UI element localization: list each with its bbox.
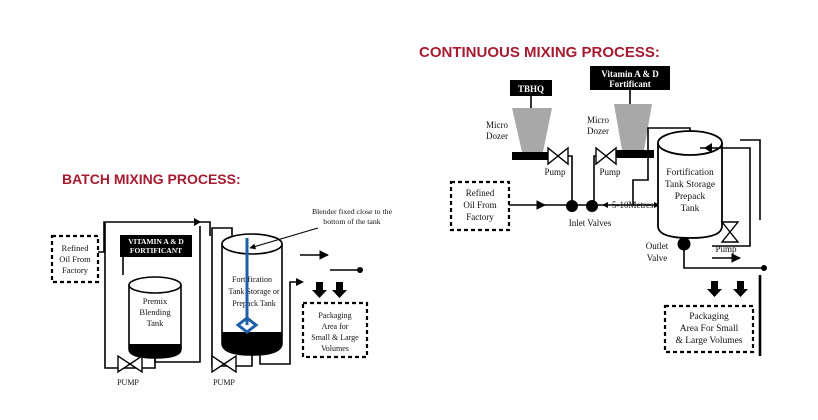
- batch-title: BATCH MIXING PROCESS:: [62, 171, 241, 187]
- outlet-valve-line-1: Outlet: [646, 241, 669, 251]
- continuous-section: CONTINUOUS MIXING PROCESS: TBHQ Micro Do…: [419, 44, 767, 356]
- batch-refined-oil-box: Refined Oil From Factory: [50, 234, 100, 284]
- continuous-fortificant-label: Vitamin A & D Fortificant: [590, 66, 670, 90]
- continuous-storage-line-2: Tank Storage: [665, 180, 715, 190]
- batch-pump-1-valve[interactable]: [117, 354, 143, 374]
- batch-storage-line-3: Prepack Tank: [232, 299, 276, 308]
- premix-tank-line-2: Blending: [139, 307, 171, 317]
- batch-storage-line-2: Tank Storage or: [229, 287, 280, 296]
- batch-pump-1-label: PUMP: [117, 378, 139, 387]
- continuous-down-arrow-2: [733, 281, 748, 297]
- recirc-loop-pipe: [700, 147, 751, 247]
- batch-refined-oil-line-3: Factory: [62, 265, 89, 275]
- batch-pump-2-valve[interactable]: [211, 354, 237, 374]
- continuous-down-arrow-1: [707, 281, 722, 297]
- batch-packaging-line-4: Volumes: [321, 344, 349, 353]
- continuous-refined-oil-line-2: Oil From: [463, 200, 496, 210]
- batch-storage-tank: Fortification Tank Storage or Prepack Ta…: [221, 233, 283, 356]
- outlet-valve[interactable]: [677, 237, 691, 251]
- tbhq-pump-valve[interactable]: [547, 146, 569, 166]
- continuous-refined-oil-line-1: Refined: [466, 188, 495, 198]
- premix-tank-line-3: Tank: [147, 318, 165, 328]
- tank-inlet-pipe: [632, 127, 691, 205]
- premix-to-storage-pipe: [154, 226, 201, 363]
- continuous-packaging-line-1: Packaging: [689, 312, 729, 322]
- continuous-refined-oil-line-3: Factory: [466, 212, 494, 222]
- batch-fortificant-line-1: VITAMIN A & D: [128, 237, 184, 246]
- recirc-pump-valve[interactable]: [720, 221, 740, 243]
- continuous-fortificant-line-2: Fortificant: [609, 79, 650, 89]
- micro-dozer-1-line-1: Micro: [486, 120, 508, 130]
- premix-blending-tank: Premix Blending Tank: [128, 276, 182, 359]
- continuous-storage-line-1: Fortification: [666, 167, 714, 178]
- fortificant-pump-valve[interactable]: [595, 146, 617, 166]
- fortificant-hopper: [614, 104, 654, 158]
- continuous-packaging-line-3: & Large Volumes: [675, 336, 742, 346]
- premix-recirc-pipe: [104, 222, 156, 369]
- fortificant-pump-label: Pump: [599, 167, 621, 177]
- continuous-storage-line-3: Prepack: [675, 192, 706, 202]
- outlet-pipe: [683, 250, 762, 269]
- continuous-packaging-box: Packaging Area For Small & Large Volumes: [663, 304, 755, 354]
- batch-packaging-line-3: Small & Large: [311, 333, 359, 342]
- batch-section: BATCH MIXING PROCESS: Refined Oil From F…: [50, 171, 393, 387]
- micro-dozer-1-line-2: Dozer: [486, 131, 508, 141]
- batch-refined-oil-line-2: Oil From: [59, 254, 91, 264]
- batch-fortificant-line-2: FORTIFICANT: [130, 246, 182, 255]
- continuous-storage-line-4: Tank: [681, 204, 700, 214]
- inlet-valves-label: Inlet Valves: [569, 218, 612, 228]
- premix-tank-line-1: Premix: [143, 296, 168, 306]
- inlet-valve-2[interactable]: [586, 200, 598, 212]
- tbhq-label: TBHQ: [510, 80, 552, 96]
- micro-dozer-2-line-1: Micro: [587, 115, 609, 125]
- recirc-pump-label: Pump: [715, 244, 737, 254]
- storage-outlet-pipe: [259, 281, 300, 365]
- batch-packaging-line-2: Area for: [322, 322, 349, 331]
- continuous-title: CONTINUOUS MIXING PROCESS:: [419, 44, 660, 61]
- micro-dozer-2-line-2: Dozer: [587, 126, 609, 136]
- batch-down-arrow-2: [332, 282, 347, 298]
- batch-packaging-line-1: Packaging: [318, 311, 351, 320]
- tbhq-text: TBHQ: [518, 84, 544, 94]
- blender: [235, 238, 259, 334]
- batch-refined-oil-line-1: Refined: [62, 243, 90, 253]
- tbhq-pump-label: Pump: [544, 167, 566, 177]
- tbhq-feed-pipe: [552, 155, 573, 204]
- batch-pump-2-label: PUMP: [213, 378, 235, 387]
- blender-note-line-2: bottom of the tank: [323, 217, 380, 226]
- batch-packaging-box: Packaging Area for Small & Large Volumes: [301, 301, 369, 359]
- blender-note-leader: [249, 227, 319, 250]
- tbhq-hopper: [512, 108, 552, 160]
- outlet-valve-line-2: Valve: [647, 253, 668, 263]
- batch-down-arrow-1: [312, 282, 327, 298]
- batch-inlet-pipe: [98, 221, 198, 253]
- continuous-storage-tank: Fortification Tank Storage Prepack Tank: [657, 130, 723, 239]
- blender-note-line-1: Blender fixed close to the: [312, 207, 393, 216]
- inlet-valve-1[interactable]: [566, 200, 578, 212]
- continuous-refined-oil-box: Refined Oil From Factory: [449, 180, 511, 232]
- continuous-packaging-line-2: Area For Small: [680, 324, 739, 334]
- continuous-fortificant-line-1: Vitamin A & D: [601, 69, 659, 79]
- batch-storage-line-1: Fortification: [232, 275, 272, 284]
- batch-fortificant-label: VITAMIN A & D FORTIFICANT: [120, 235, 192, 257]
